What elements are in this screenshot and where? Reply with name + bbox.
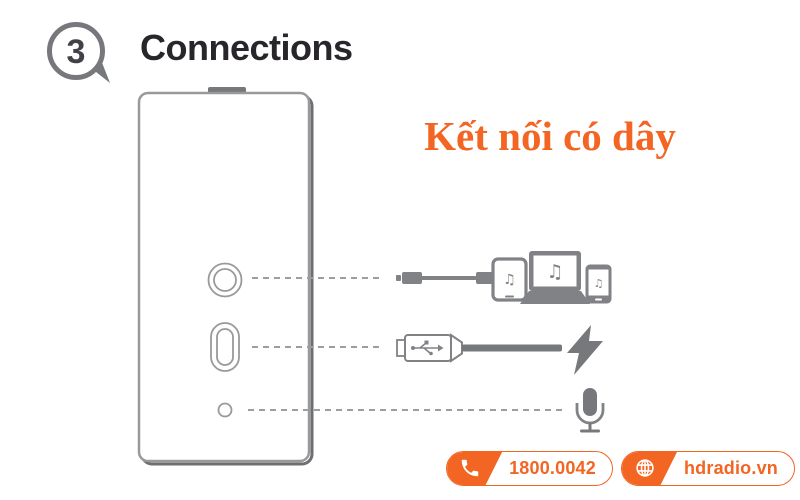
aux-port-outer — [207, 262, 243, 298]
usb-cable-icon — [396, 333, 562, 363]
bubble-circle — [47, 22, 105, 80]
step-number: 3 — [67, 33, 86, 71]
music-note-glyph: ♫ — [503, 272, 516, 288]
dashed-line-mic — [248, 409, 566, 411]
hotline-badge[interactable]: 1800.0042 — [446, 451, 613, 486]
music-note-glyph: ♫ — [546, 261, 563, 283]
website-url: hdradio.vn — [683, 458, 778, 478]
mic-hole — [217, 402, 233, 418]
music-note-glyph: ♫ — [594, 277, 604, 290]
dashed-line-aux — [252, 277, 380, 279]
tablet-music-icon: ♫ — [491, 257, 528, 302]
charging-bolt-icon — [567, 325, 603, 375]
laptop-music-icon: ♫ — [520, 251, 590, 304]
footer-contact-badges: 1800.0042 hdradio.vn — [446, 451, 795, 486]
website-badge[interactable]: hdradio.vn — [620, 451, 795, 486]
page-title: Connections — [140, 27, 353, 68]
phone-music-icon: ♫ — [585, 264, 612, 304]
micro-usb-port-outer — [210, 322, 240, 372]
globe-icon — [636, 459, 654, 477]
speaker-side-panel — [137, 87, 314, 466]
subtitle-wired-connection: Kết nối có dây — [424, 113, 676, 159]
microphone-icon — [575, 388, 605, 433]
hotline-number: 1800.0042 — [509, 458, 596, 478]
micro-usb-port-inner — [216, 328, 234, 366]
step-bubble-icon: 3 — [47, 22, 110, 83]
aux-cable-icon — [396, 272, 502, 284]
aux-port-inner — [213, 268, 237, 292]
dashed-line-usb — [252, 346, 380, 348]
phone-icon — [461, 459, 479, 477]
